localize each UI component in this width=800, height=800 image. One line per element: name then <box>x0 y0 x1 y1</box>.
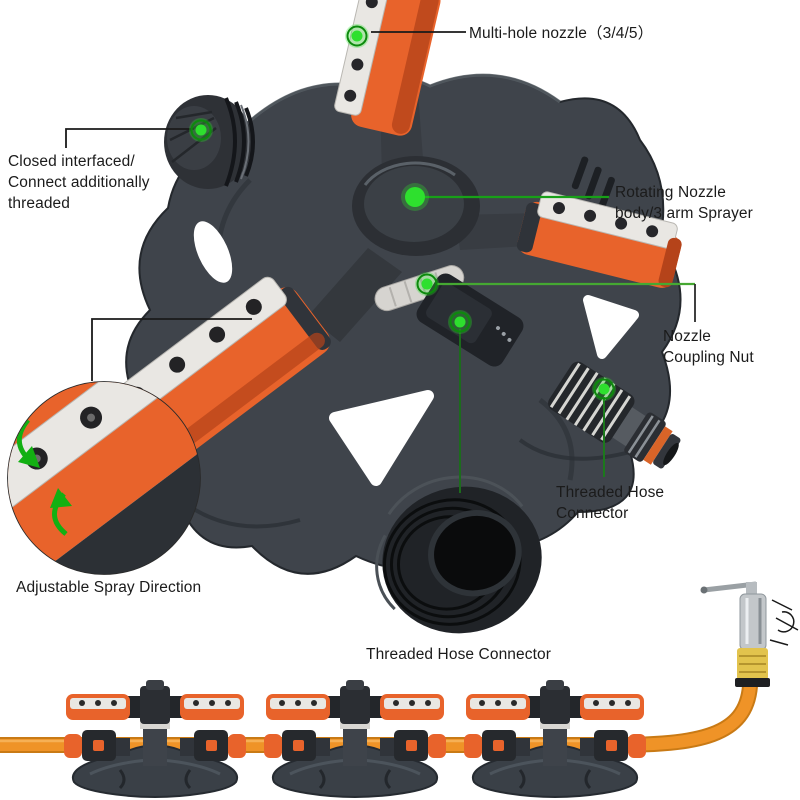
mini-sprinkler-3 <box>462 678 648 799</box>
green-marker-dot <box>415 272 439 296</box>
mini-sprinkler-2 <box>262 678 448 799</box>
main-sprinkler <box>7 0 682 634</box>
label-nozzle-coupling-nut: Nozzle Coupling Nut <box>663 328 754 366</box>
green-marker-dot <box>345 24 369 48</box>
green-marker-dot <box>592 377 616 401</box>
installation-strip <box>0 581 799 799</box>
base-cutout <box>329 390 434 486</box>
label-rotating-nozzle-body: Rotating Nozzle body/3 arm Sprayer <box>615 184 753 222</box>
threaded-hose-connector-right <box>548 361 681 469</box>
line-closed-interface <box>65 128 194 148</box>
label-closed-interface: Closed interfaced/ Connect additionally … <box>8 153 150 212</box>
rotation-arrows <box>16 418 72 536</box>
green-marker-dots <box>189 24 616 401</box>
closed-interface-cap <box>164 95 255 189</box>
green-marker-dot <box>189 118 213 142</box>
green-marker-dot <box>448 310 472 334</box>
base-cutout <box>193 221 233 283</box>
label-multi-hole-nozzle: Multi-hole nozzle（3/4/5） <box>469 25 654 42</box>
vent-slashes <box>571 156 615 210</box>
label-threaded-hose-connector-right: Threaded Hose Connector <box>556 484 665 522</box>
base-cutout <box>583 295 639 359</box>
line-adjustable-spray <box>91 318 252 381</box>
label-threaded-hose-connector-bottom: Threaded Hose Connector <box>366 646 551 663</box>
threaded-hose-connector-bottom-part <box>375 475 542 634</box>
label-adjustable-spray-direction: Adjustable Spray Direction <box>16 579 202 596</box>
spray-arm-top <box>334 0 441 136</box>
mini-sprinkler-1 <box>62 678 248 799</box>
green-marker-dot <box>401 183 429 211</box>
magnifier-detail <box>7 381 201 575</box>
water-tap <box>700 581 799 687</box>
spray-arm-right <box>516 191 682 288</box>
callout-lines <box>65 31 696 493</box>
